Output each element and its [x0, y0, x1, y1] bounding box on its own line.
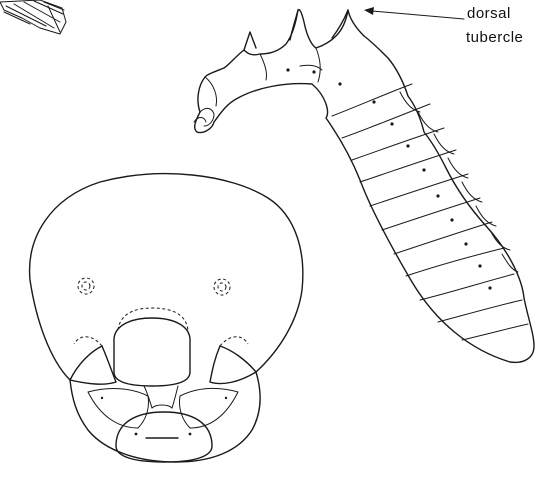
annotation-label-dorsal: dorsal: [467, 6, 511, 21]
annotation-leader: [364, 7, 464, 19]
head-frontal-view: [30, 174, 303, 462]
annotation-label-tubercle: tubercle: [466, 30, 523, 45]
corner-hatching: [0, 0, 66, 34]
antenna-left: [78, 278, 94, 294]
antenna-right: [214, 279, 230, 295]
